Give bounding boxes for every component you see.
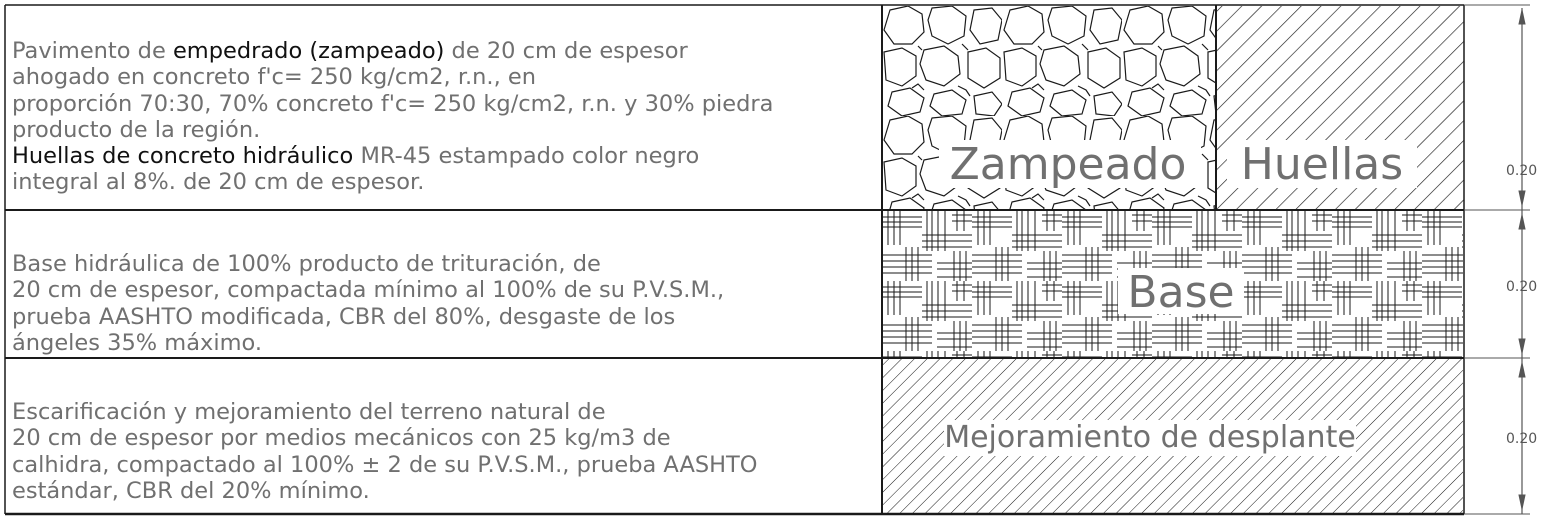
thickness-label-3: 0.20 — [1506, 431, 1537, 447]
zampeado-description: Pavimento de empedrado (zampeado) de 20 … — [12, 38, 774, 196]
base-description: Base hidráulica de 100% producto de trit… — [12, 251, 725, 356]
huellas-label: Huellas — [1241, 139, 1403, 190]
dimension-line — [1464, 4, 1530, 515]
zampeado-label: Zampeado — [950, 139, 1187, 190]
thickness-label-1: 0.20 — [1506, 163, 1537, 179]
thickness-label-2: 0.20 — [1506, 279, 1537, 295]
mejoramiento-description: Escarificación y mejoramiento del terren… — [12, 399, 758, 504]
mejoramiento-label: Mejoramiento de desplante — [944, 420, 1356, 455]
base-label: Base — [1127, 267, 1234, 318]
